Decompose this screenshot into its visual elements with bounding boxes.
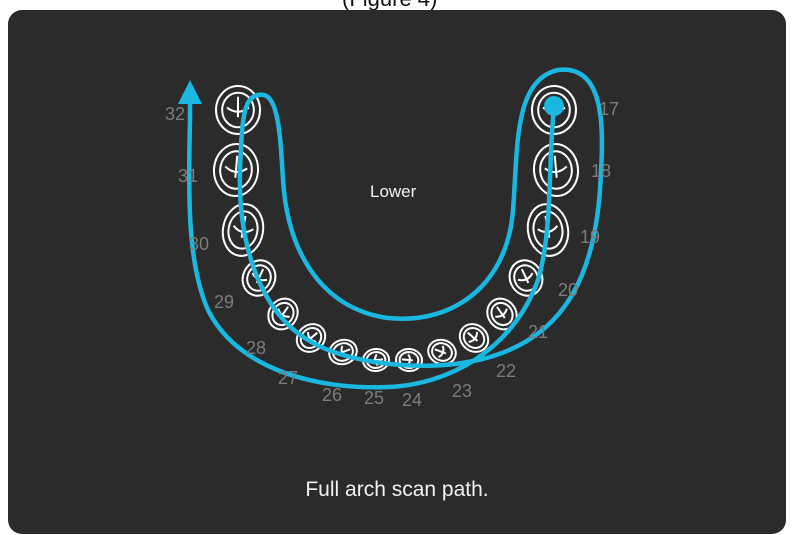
tooth-number-24: 24 — [402, 390, 422, 410]
tooth-outline-32 — [216, 86, 260, 134]
scan-path-arrowhead — [178, 80, 202, 104]
tooth-number-27: 27 — [278, 368, 298, 388]
tooth-number-21: 21 — [528, 322, 548, 342]
tooth-number-20: 20 — [558, 280, 578, 300]
tooth-outline-18 — [532, 142, 580, 198]
tooth-outline-31 — [212, 142, 260, 198]
tooth-number-26: 26 — [322, 385, 342, 405]
tooth-number-29: 29 — [214, 292, 234, 312]
tooth-outline-27 — [291, 318, 331, 357]
scan-start-dot — [544, 96, 564, 116]
tooth-number-19: 19 — [580, 227, 600, 247]
tooth-number-28: 28 — [246, 338, 266, 358]
tooth-number-32: 32 — [165, 104, 185, 124]
tooth-number-18: 18 — [591, 161, 611, 181]
teeth-group — [212, 86, 580, 372]
tooth-number-25: 25 — [364, 388, 384, 408]
tooth-number-22: 22 — [496, 361, 516, 381]
arch-label: Lower — [370, 182, 417, 201]
tooth-number-17: 17 — [599, 99, 619, 119]
arch-diagram: Lower 17 18 19 20 21 22 23 24 25 26 27 2… — [8, 10, 786, 534]
tooth-outline-21 — [481, 293, 522, 335]
diagram-caption: Full arch scan path. — [8, 478, 786, 502]
tooth-number-31: 31 — [178, 166, 198, 186]
figure-caption-fragment: (Figure 4) — [342, 0, 437, 10]
tooth-outline-24 — [395, 348, 423, 372]
diagram-panel: Lower 17 18 19 20 21 22 23 24 25 26 27 2… — [8, 10, 786, 534]
tooth-number-23: 23 — [452, 381, 472, 401]
tooth-number-30: 30 — [189, 234, 209, 254]
top-clipped-text: (Figure 4) — [0, 0, 793, 10]
